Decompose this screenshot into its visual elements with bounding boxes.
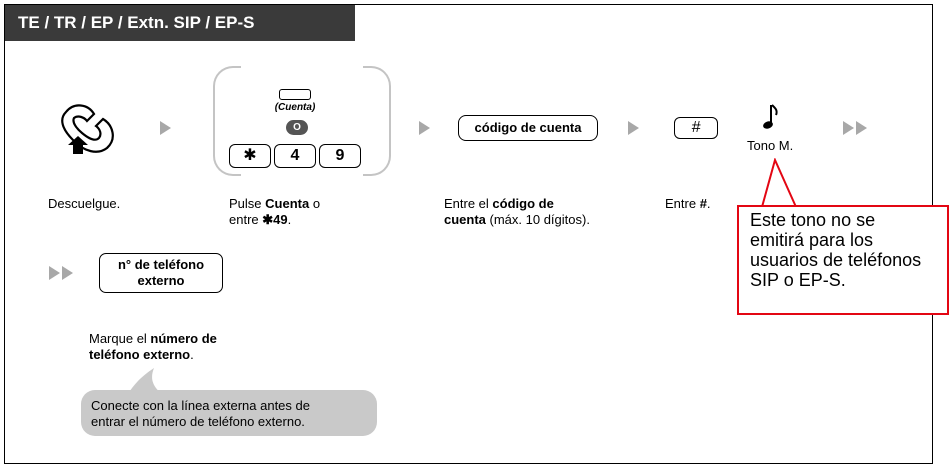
account-button-label: (Cuenta)	[274, 102, 316, 113]
page-title: TE / TR / EP / Extn. SIP / EP-S	[5, 5, 355, 41]
step2-caption: Pulse Cuenta o entre ✱49.	[229, 196, 321, 227]
flow-arrow-4a	[843, 121, 854, 135]
note-bubble-tail	[128, 368, 162, 394]
step3-caption: Entre el código de cuenta (máx. 10 dígit…	[444, 196, 590, 227]
tone-label: Tono M.	[747, 138, 794, 153]
left-bracket	[213, 66, 241, 176]
music-note-icon	[763, 103, 779, 133]
step5-caption: Marque el número de teléfono externo.	[89, 331, 217, 362]
flow-arrow-5a	[49, 266, 60, 280]
off-hook-handset-icon	[56, 100, 122, 156]
key-4: 4	[274, 144, 316, 168]
flow-arrow-2	[419, 121, 430, 135]
step4-caption: Entre #.	[665, 196, 711, 211]
flow-arrow-3	[628, 121, 639, 135]
or-badge: O	[286, 120, 308, 135]
hash-key: #	[674, 117, 718, 139]
key-9: 9	[319, 144, 361, 168]
flow-arrow-5b	[62, 266, 73, 280]
callout-pointer	[760, 157, 800, 209]
note-bubble: Conecte con la línea externa antes de en…	[81, 390, 377, 436]
account-button-icon	[279, 89, 311, 100]
star-key: ✱	[229, 144, 271, 168]
step1-caption: Descuelgue.	[48, 196, 121, 211]
right-bracket	[363, 66, 391, 176]
account-code-box: código de cuenta	[458, 115, 598, 141]
external-number-box: n° de teléfono externo	[99, 253, 223, 293]
tone-callout: Este tono no se emitirá para los usuario…	[737, 205, 949, 315]
flow-arrow-4b	[856, 121, 867, 135]
flow-arrow-1	[160, 121, 171, 135]
